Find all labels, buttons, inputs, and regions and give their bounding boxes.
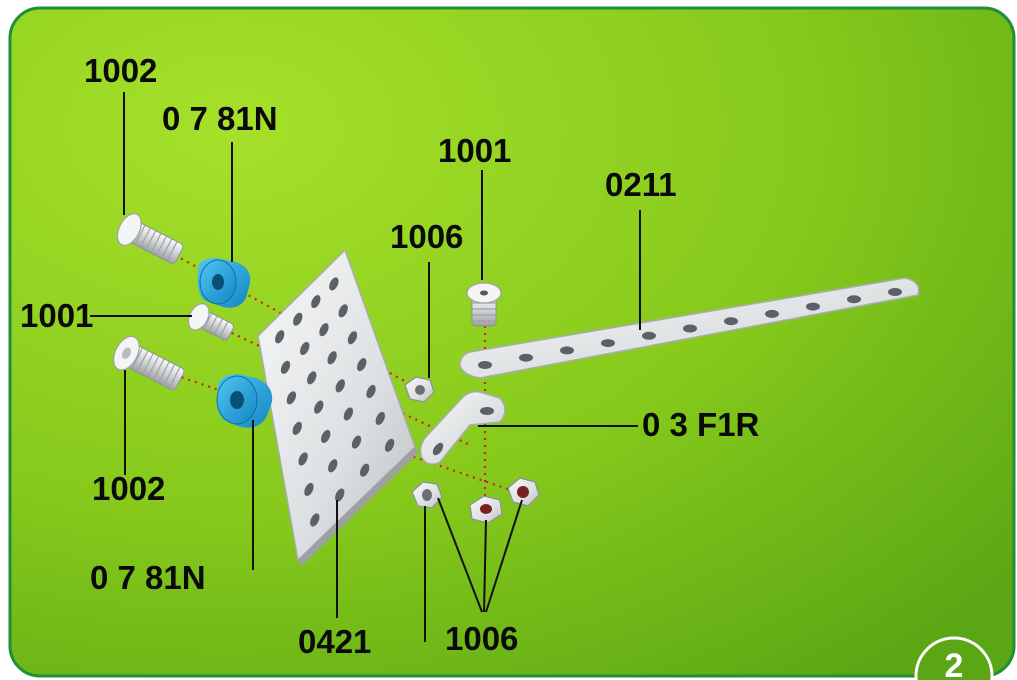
- label-strip: 0211: [605, 166, 677, 203]
- strip-hole: [683, 324, 697, 333]
- nut-bottom-3: [507, 477, 540, 507]
- strip-hole: [519, 353, 533, 362]
- plate-hole: [319, 323, 329, 337]
- plate-hole: [359, 463, 370, 477]
- plate-hole: [384, 438, 395, 452]
- plate-hole: [328, 459, 338, 473]
- plate-hole: [310, 513, 320, 527]
- label-spacer-top: 0 7 81N: [162, 100, 278, 137]
- strip-hole: [765, 309, 779, 318]
- spacer-top: [197, 258, 251, 308]
- strip-hole: [806, 302, 820, 311]
- strip-hole: [642, 331, 656, 340]
- label-bracket: 0 3 F1R: [642, 406, 760, 443]
- plate-hole: [274, 330, 285, 344]
- strip-hole: [478, 361, 492, 369]
- plate-hole: [335, 379, 345, 393]
- plate-hole: [327, 351, 337, 365]
- plate-hole: [351, 435, 362, 449]
- plate-hole: [311, 294, 321, 309]
- strip-hole: [601, 339, 615, 348]
- plate-hole: [343, 407, 354, 421]
- screw-short-left: [187, 303, 235, 341]
- screw-long-bottom: [113, 335, 185, 391]
- strip-hole: [724, 317, 738, 326]
- label-nuts-bottom: 1006: [445, 620, 518, 657]
- plate-hole: [300, 341, 310, 356]
- angle-bracket: [419, 390, 506, 465]
- perforated-plate: [257, 248, 419, 566]
- label-screw-short-left: 1001: [20, 297, 93, 334]
- background-panel: [8, 6, 1016, 678]
- plate-hole: [329, 277, 339, 291]
- plate-hole: [304, 482, 314, 497]
- strip-hole: [560, 346, 574, 355]
- label-screw-short-top: 1001: [438, 132, 511, 169]
- plate-hole: [321, 429, 331, 444]
- plate-hole: [307, 371, 317, 385]
- label-nut-top: 1006: [390, 218, 463, 255]
- plate-hole: [335, 488, 345, 502]
- step-badge: 2: [914, 636, 994, 680]
- spacer-bottom: [216, 374, 273, 428]
- strip-hole: [888, 288, 902, 296]
- screw-long-top: [116, 213, 184, 264]
- plate-hole: [280, 360, 291, 374]
- plate-hole: [357, 358, 367, 372]
- leader-lines: [90, 92, 641, 642]
- plate-hole: [314, 400, 324, 414]
- plate-hole: [347, 331, 358, 345]
- label-plate: 0421: [298, 623, 371, 660]
- assembly-axes: [174, 254, 526, 510]
- plate-hole: [375, 411, 386, 425]
- label-screw-long-top: 1002: [84, 52, 157, 89]
- plate-hole: [338, 304, 348, 318]
- nut-top: [404, 376, 435, 403]
- plate-hole: [286, 391, 297, 405]
- nut-bottom-2: [469, 495, 503, 524]
- plate-hole: [293, 312, 303, 326]
- plate-hole: [292, 421, 302, 435]
- label-spacer-bottom: 0 7 81N: [90, 559, 206, 596]
- nut-bottom-1: [411, 481, 443, 509]
- label-screw-long-bottom: 1002: [92, 470, 165, 507]
- plate-hole: [298, 452, 308, 466]
- screw-short-top: [466, 282, 502, 327]
- perforated-strip: [459, 277, 920, 379]
- plate-hole: [366, 384, 376, 399]
- strip-hole: [847, 295, 861, 304]
- step-number: 2: [945, 647, 964, 680]
